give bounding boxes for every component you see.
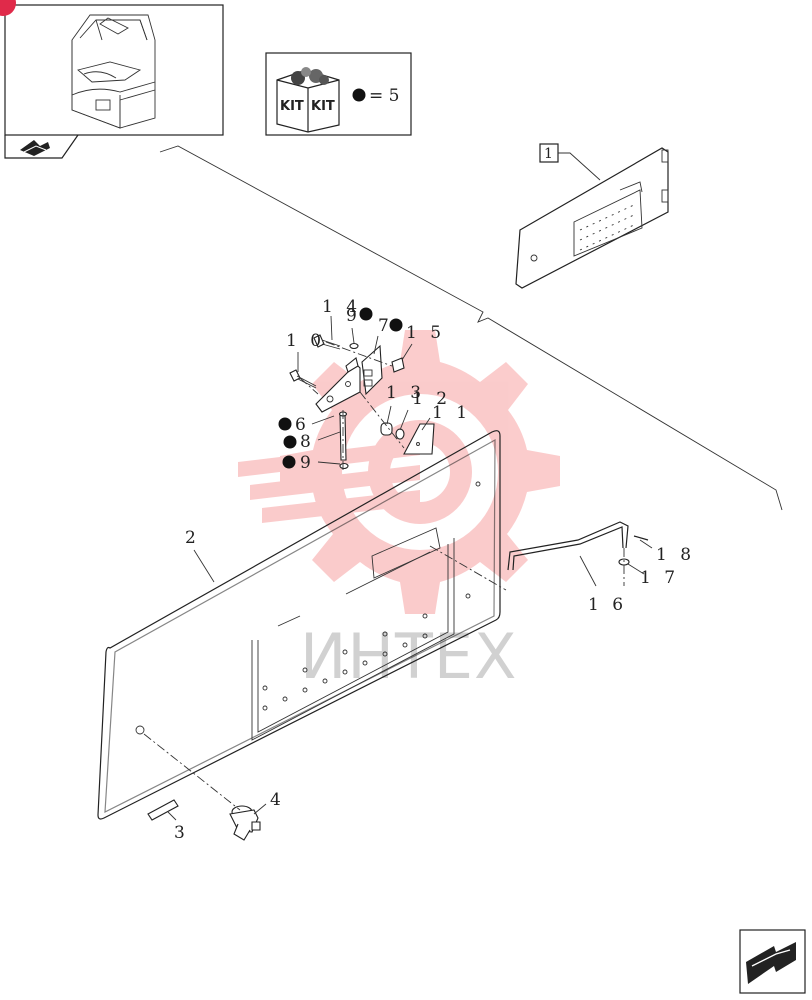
kit-box-icon (276, 67, 340, 133)
kit-marker-dot (352, 88, 366, 102)
kit-marker-c9a (359, 307, 373, 321)
callout-11: 1 1 (432, 403, 471, 423)
callout-9-top: 9 (346, 306, 361, 326)
kit-equals-text: = 5 (369, 86, 399, 106)
door-assembly-thumbnail (515, 147, 669, 289)
callout-13: 1 3 (386, 383, 425, 403)
cab-thumbnail-icon (71, 14, 156, 129)
panel-hole-row (262, 613, 428, 711)
callout-2: 2 (185, 528, 200, 548)
callout-17: 1 7 (640, 568, 679, 588)
screw-10[interactable] (289, 369, 317, 389)
plate-11[interactable] (403, 423, 435, 455)
kit-label-right: KIT (311, 99, 335, 114)
nut-15[interactable] (391, 357, 405, 373)
kit-label-left: KIT (280, 99, 304, 114)
hinge-bracket[interactable] (315, 357, 361, 413)
bushing-13[interactable] (380, 422, 393, 436)
door-panel[interactable] (97, 430, 501, 820)
callout-9-bottom: 9 (300, 453, 315, 473)
callout-15: 1 5 (406, 323, 445, 343)
kit-marker-c8 (283, 435, 297, 449)
callout-12: 1 2 (412, 389, 451, 409)
next-page-arrow-icon[interactable] (739, 929, 806, 994)
callout-14: 1 4 (322, 297, 361, 317)
screw-14[interactable] (313, 334, 341, 350)
lock-4[interactable] (229, 805, 261, 841)
watermark-text: ИНТЕХ (300, 620, 518, 693)
section-divider-line (159, 145, 783, 511)
assembly-reference: 1 (515, 143, 669, 289)
callout-4: 4 (270, 790, 285, 810)
seal-strip-3[interactable] (147, 799, 179, 821)
callout-10: 1 0 (286, 331, 325, 351)
washer-9-top[interactable] (349, 342, 359, 350)
assembly-ref-number: 1 (544, 146, 553, 162)
callout-8: 8 (300, 432, 315, 452)
pin-18[interactable] (633, 535, 649, 541)
thumbnail-tab (4, 134, 79, 159)
callout-3: 3 (174, 823, 189, 843)
callout-7: 7 (378, 316, 393, 336)
kit-marker-c7 (389, 318, 403, 332)
kit-marker-c6 (278, 417, 292, 431)
washer-12[interactable] (395, 428, 405, 440)
gear-watermark-icon (238, 330, 560, 614)
page-badge (0, 0, 16, 16)
washer-9-bottom[interactable] (339, 462, 349, 470)
callout-6: 6 (295, 415, 310, 435)
rod-16[interactable] (507, 521, 629, 571)
latch-plate[interactable] (361, 344, 383, 396)
page-flip-icon[interactable] (20, 140, 50, 156)
kit-legend: KIT KIT = 5 (265, 52, 412, 136)
callout-16: 1 6 (588, 595, 627, 615)
kit-marker-c9b (282, 455, 296, 469)
thumbnail-panel[interactable] (0, 0, 224, 159)
callout-18: 1 8 (656, 545, 695, 565)
